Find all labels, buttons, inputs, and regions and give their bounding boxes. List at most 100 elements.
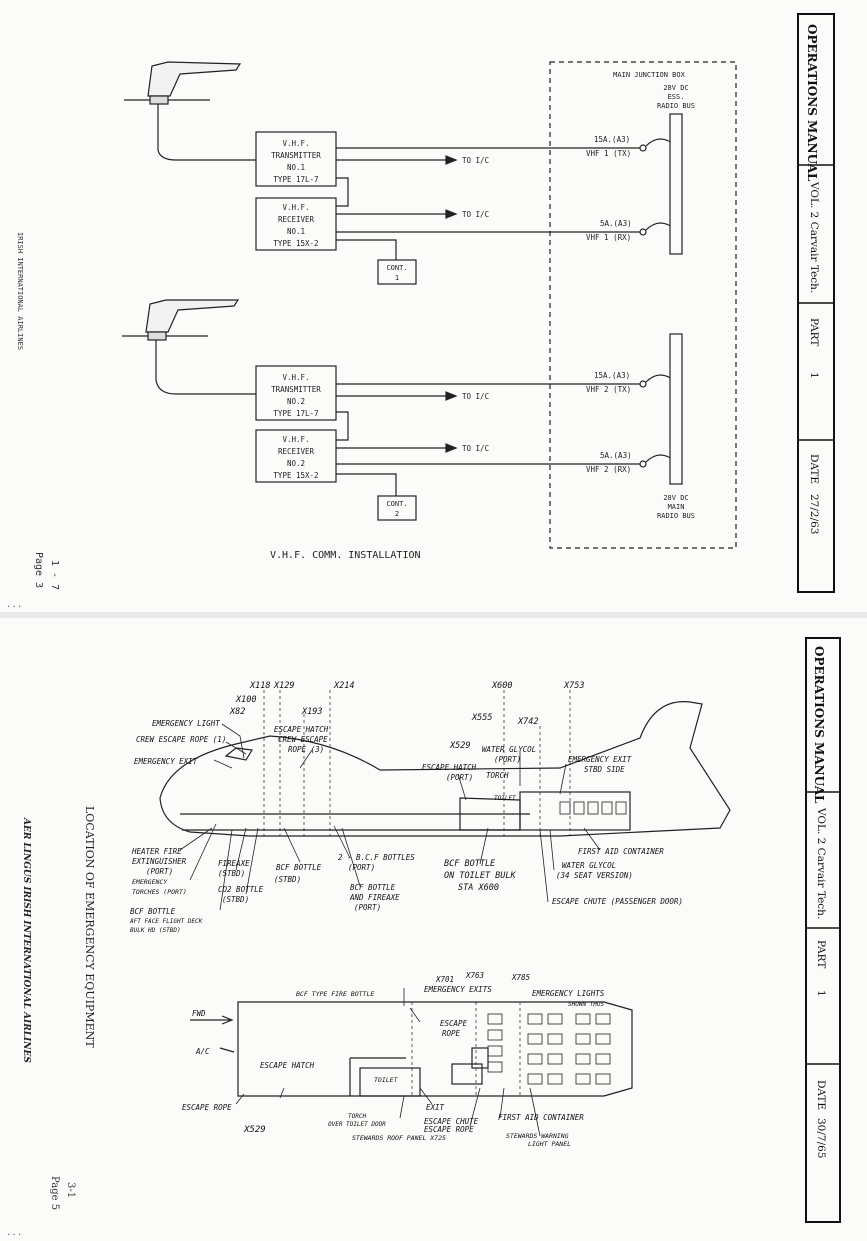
station-x701: X701 — [435, 975, 454, 984]
breaker-3-rating: 15A.(A3) — [594, 371, 630, 380]
control-1-box — [377, 259, 417, 285]
label-escape-hatch-3: ROPE (3) — [288, 745, 324, 754]
figure-caption: V.H.F. COMM. INSTALLATION — [270, 550, 421, 561]
breaker-4-label: VHF 2 (RX) — [586, 465, 631, 474]
header-manual-2: OPERATIONS MANUAL — [812, 646, 826, 804]
header-part-value: 1 — [808, 372, 820, 379]
label-stewards-warning-2: LIGHT PANEL — [528, 1140, 571, 1148]
label-crew-escape-rope: CREW ESCAPE ROPE (1) — [136, 735, 226, 744]
tx1-line-1: V.H.F. — [282, 139, 309, 148]
label-toilet-plan: TOILET — [374, 1076, 399, 1084]
header-date-label-2: DATE — [815, 1080, 827, 1110]
tx1-line-4: TYPE 17L-7 — [273, 175, 318, 184]
cont1-line-1: CONT. — [386, 264, 407, 272]
label-bcf-fire-bottle: BCF TYPE FIRE BOTTLE — [296, 990, 374, 998]
header-part-value-2: 1 — [815, 990, 827, 997]
label-water-glycol-port-2: (PORT) — [494, 755, 521, 764]
bus-bottom-line-1: 28V DC — [663, 494, 688, 502]
label-water-glycol-port-1: WATER GLYCOL — [482, 745, 536, 754]
label-torch: TORCH — [486, 771, 509, 780]
station-x129: X129 — [273, 681, 294, 691]
station-x118: X118 — [249, 681, 270, 691]
label-2bcf-2: (PORT) — [348, 863, 375, 872]
rx2-line-4: TYPE 15X-2 — [273, 471, 318, 480]
label-bcf-stbd-2: (STBD) — [274, 875, 301, 884]
to-ic-1: TO I/C — [462, 156, 489, 165]
label-heater-fire-3: (PORT) — [146, 867, 173, 876]
label-bcf-toilet-1: BCF BOTTLE — [444, 859, 496, 869]
station-x753: X753 — [563, 681, 584, 691]
label-escape-rope-top-2: ROPE — [442, 1029, 461, 1038]
label-torch-plan-1: TORCH — [348, 1113, 366, 1120]
header-date-value: 27/2/63 — [808, 494, 820, 534]
label-co2-2: (STBD) — [222, 895, 249, 904]
ess-radio-bus — [669, 113, 683, 255]
cont2-line-1: CONT. — [386, 500, 407, 508]
station-x555: X555 — [471, 713, 492, 723]
header-strip: OPERATIONS MANUAL VOL. 2 Carvair Tech. P… — [797, 13, 835, 593]
page-title: LOCATION OF EMERGENCY EQUIPMENT — [83, 806, 96, 1048]
station-x742: X742 — [517, 717, 538, 727]
label-2bcf-1: 2 - B.C.F BOTTLES — [338, 853, 415, 862]
tx2-line-2: TRANSMITTER — [271, 385, 321, 394]
station-x600: X600 — [491, 681, 512, 691]
label-torch-plan-2: OVER TOILET DOOR — [328, 1121, 386, 1128]
label-heater-fire-1: HEATER FIRE — [131, 847, 182, 856]
label-escape-chute-plan-2: ESCAPE ROPE — [424, 1125, 474, 1134]
label-escape-hatch-2: CREW ESCAPE — [278, 735, 328, 744]
rx1-line-3: NO.1 — [287, 227, 305, 236]
label-bcf-toilet-3: STA X600 — [458, 883, 499, 893]
label-emergency-torches-1: EMERGENCY — [132, 878, 168, 886]
tx2-line-4: TYPE 17L-7 — [273, 409, 318, 418]
label-emergency-lights-2: SHOWN THUS — [568, 1001, 605, 1008]
airline-side-text-2: AER LINGUS IRISH INTERNATIONAL AIRLINES — [21, 817, 31, 1063]
label-escape-hatch-1: ESCAPE HATCH — [274, 725, 329, 734]
vhf-schematic: V.H.F. TRANSMITTER NO.1 TYPE 17L-7 V.H.F… — [16, 13, 835, 593]
station-x529: X529 — [449, 741, 470, 751]
label-bcf-stbd-1: BCF BOTTLE — [276, 863, 322, 872]
control-2-box — [377, 495, 417, 521]
bus-top-line-3: RADIO BUS — [657, 102, 695, 110]
bus-top-line-1: 28V DC — [663, 84, 688, 92]
rx1-line-4: TYPE 15X-2 — [273, 239, 318, 248]
vhf-receiver-2-box — [255, 429, 337, 483]
breaker-4-rating: 5A.(A3) — [600, 451, 632, 460]
label-fwd: FWD — [192, 1009, 206, 1018]
breaker-2-rating: 5A.(A3) — [600, 219, 632, 228]
label-toilet: TOILET — [494, 795, 516, 802]
bus-top-line-2: ESS. — [668, 93, 685, 101]
label-stewards-panel: STEWARDS ROOF PANEL X725 — [352, 1134, 446, 1142]
page-label: Page 3 — [33, 552, 44, 588]
vhf-receiver-1-box — [255, 197, 337, 251]
label-escape-chute-plan-1: ESCAPE CHUTE — [424, 1117, 479, 1126]
page-number-2: 3-1 — [65, 1182, 76, 1198]
tx2-line-3: NO.2 — [287, 397, 305, 406]
label-water-glycol-stbd-1: WATER GLYCOL — [562, 861, 616, 870]
label-bcf-fireaxe-2: AND FIREAXE — [349, 893, 400, 902]
station-x785: X785 — [511, 973, 531, 982]
bus-bottom-line-3: RADIO BUS — [657, 512, 695, 520]
breaker-1-label: VHF 1 (TX) — [586, 149, 631, 158]
breaker-1-rating: 15A.(A3) — [594, 135, 630, 144]
label-escape-rope-top-1: ESCAPE — [440, 1019, 468, 1028]
breaker-3-label: VHF 2 (TX) — [586, 385, 631, 394]
header-volume: VOL. 2 Carvair Tech. — [808, 181, 820, 293]
label-emergency-exit-stbd-1: EMERGENCY EXIT — [568, 755, 632, 764]
emergency-diagram: X118 X129 X193 X214 X600 X753 X100 X82 X… — [21, 637, 841, 1223]
to-ic-4: TO I/C — [462, 444, 489, 453]
header-volume-2: VOL. 2 Carvair Tech. — [815, 807, 827, 919]
station-x82: X82 — [229, 707, 245, 717]
station-x193: X193 — [301, 707, 322, 717]
label-bcf-aft-2: AFT FACE FLIGHT DECK — [129, 918, 203, 925]
page-number: 1 - 7 — [49, 560, 60, 590]
header-part-label: PART — [808, 318, 820, 346]
label-escape-chute: ESCAPE CHUTE (PASSENGER DOOR) — [552, 897, 683, 906]
aircraft-side-view — [159, 690, 731, 911]
rx1-line-2: RECEIVER — [278, 215, 315, 224]
label-escape-hatch-port-1: ESCAPE HATCH — [422, 763, 477, 772]
header-date-value-2: 30/7/65 — [815, 1118, 827, 1158]
label-emergency-lights-1: EMERGENCY LIGHTS — [532, 989, 605, 998]
label-bcf-fireaxe-3: (PORT) — [354, 903, 381, 912]
label-fireaxe-2: (STBD) — [218, 869, 245, 878]
station-x100: X100 — [235, 695, 256, 705]
